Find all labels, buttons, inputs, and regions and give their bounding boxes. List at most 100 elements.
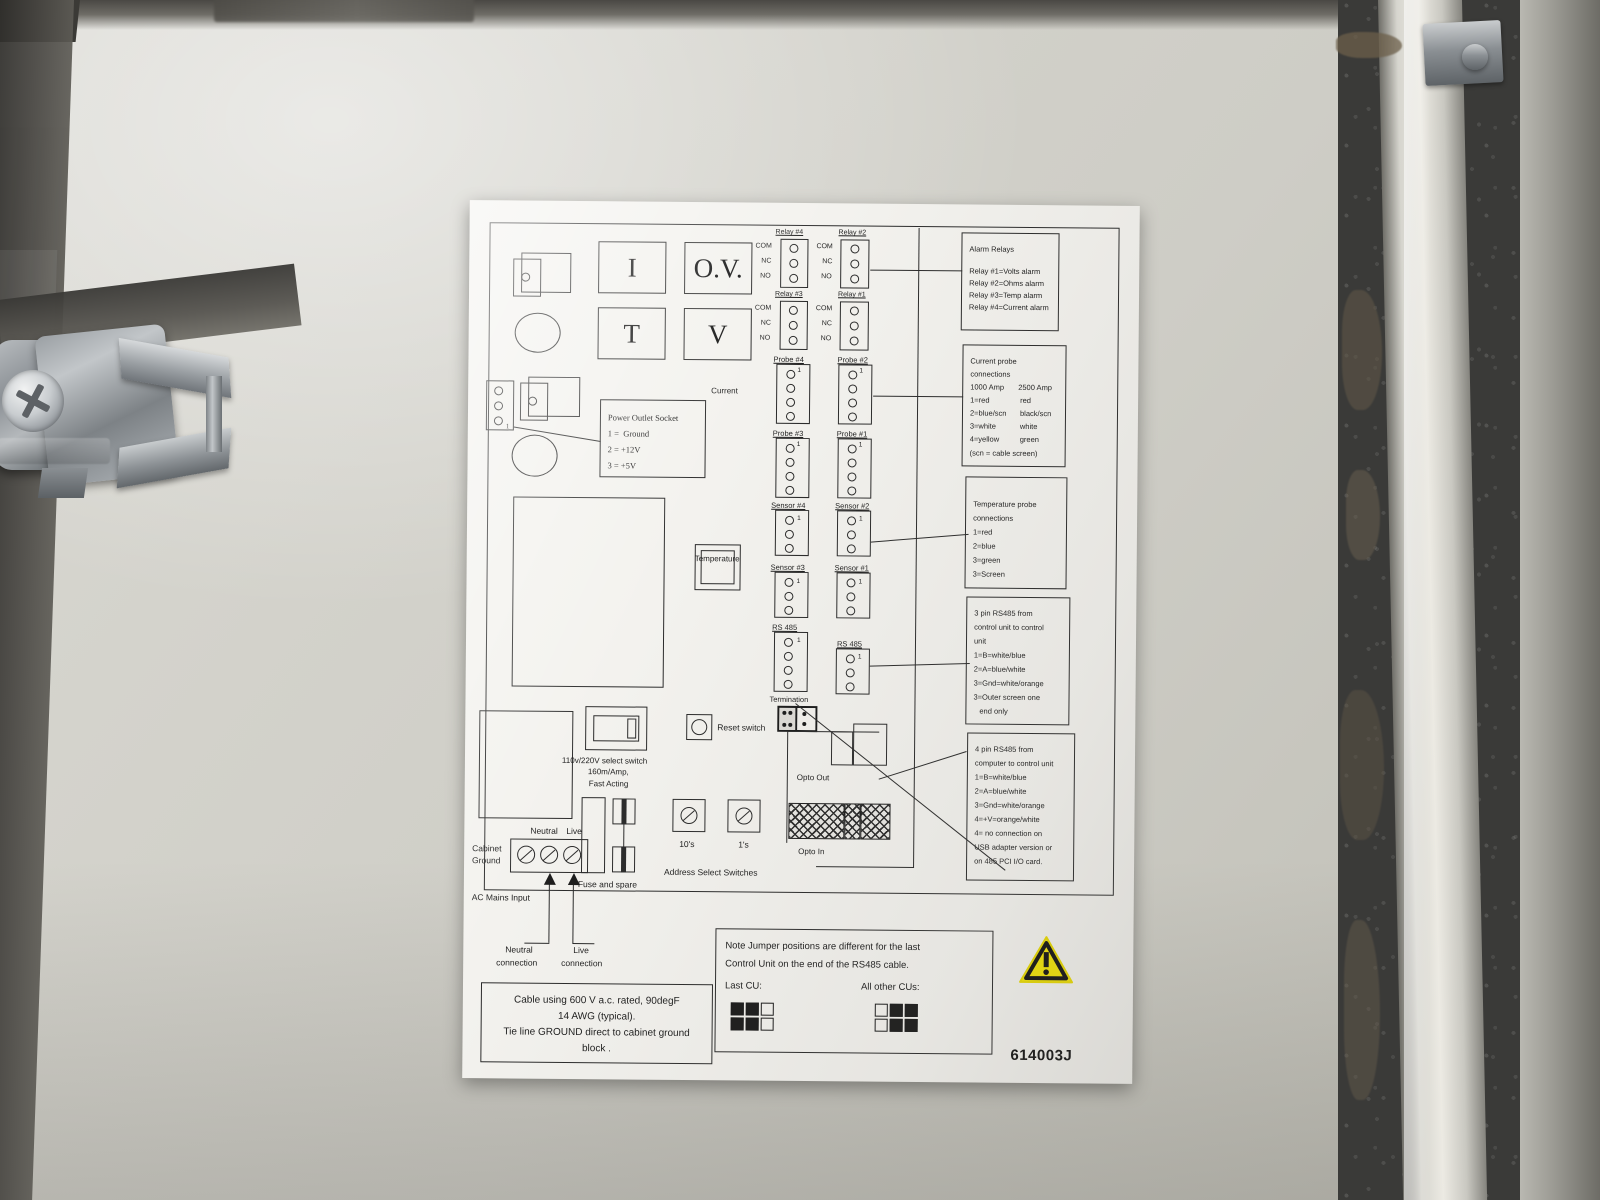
- probe-4-pin-3: [786, 397, 796, 407]
- relay-1-nc-label: NC: [821, 320, 832, 328]
- rs485-4pin-pin-2: [783, 651, 793, 661]
- rs485-3pin-pin-3: [845, 682, 855, 692]
- rs485-4pin-note-line-2: computer to control unit: [974, 758, 1054, 769]
- fuse-connect-line: [623, 821, 625, 850]
- relay-2-com-label: COM: [816, 243, 833, 251]
- rs485-4pin-note-line-1: 4 pin RS485 from: [975, 744, 1034, 755]
- relay-4-label: Relay #4: [775, 228, 804, 237]
- sensor-3-pin-3: [784, 605, 794, 615]
- sensor-4-pin-2: [784, 529, 794, 539]
- live-callout-line: [572, 881, 575, 944]
- voltage-select-switch-actuator[interactable]: [627, 718, 637, 739]
- voltage-select-line-2: 160m/Amp,: [587, 767, 629, 777]
- alarm-relays-note-line-2: Relay #2=Ohms alarm: [969, 278, 1045, 289]
- cable-note-line-3: Tie line GROUND direct to cabinet ground: [503, 1026, 690, 1040]
- probe-4-pin-1: [786, 369, 796, 379]
- rs485-4pin-pin-3: [783, 665, 793, 675]
- opto-out-connector-large: [852, 723, 888, 766]
- voltage-select-line-1: 110v/220V select switch: [561, 755, 648, 766]
- current-probe-note-col-1: 1000 Amp: [970, 382, 1005, 392]
- jumper-cell-othercu-3: [874, 1018, 888, 1032]
- rs485-4pin-note-line-5: 3=Gnd=white/orange: [974, 800, 1045, 811]
- sensor-2-pin-2: [846, 530, 856, 540]
- relay-2-pin-nc: [850, 259, 860, 269]
- relay-3-pin-nc: [788, 320, 798, 330]
- sensor-3-pin-2: [784, 591, 794, 601]
- probe-1-pin-2: [847, 458, 857, 468]
- probe-2-pin-2: [848, 384, 858, 394]
- probe-4-label: Probe #4: [773, 354, 804, 365]
- rs485-4pin-note-line-3: 1=B=white/blue: [974, 772, 1027, 782]
- relay-3-pin-com: [788, 305, 798, 315]
- address-switches-caption: Address Select Switches: [663, 866, 758, 878]
- probe-3-pin-2: [785, 457, 795, 467]
- jumper-cell-lastcu-0: [730, 1002, 744, 1016]
- sensor-1-pin-1: [846, 578, 856, 588]
- probe-2-pin-1: [848, 370, 858, 380]
- alarm-relays-note-line-4: Relay #4=Current alarm: [968, 302, 1049, 313]
- current-probe-note-col-2: 2500 Amp: [1018, 382, 1053, 393]
- sensor-2-pin-3: [846, 544, 856, 554]
- jumper-note-other-cu-label: All other CUs:: [860, 981, 920, 994]
- jumper-cell-othercu-2: [904, 1003, 918, 1018]
- probe-3-pin-3: [785, 471, 795, 481]
- rs485-3pin-pin-2: [845, 668, 855, 678]
- relay-2-nc-label: NC: [822, 258, 833, 266]
- current-probe-note-title-2: connections: [970, 369, 1011, 379]
- neutral-callout-line-1: Neutral: [505, 944, 533, 955]
- jumper-cell-othercu-1: [889, 1003, 903, 1017]
- probe-4-pin-1-index: 1: [797, 366, 802, 374]
- sensor-1-pin-3: [846, 606, 856, 616]
- far-right-surface: [1520, 0, 1600, 1200]
- relay-2-pin-no: [850, 274, 860, 284]
- rs485-3pin-note-line-3: unit: [973, 636, 987, 646]
- mid-left-round-component: [511, 434, 558, 477]
- jumper-cell-lastcu-3: [730, 1017, 744, 1031]
- relay-4-nc-label: NC: [761, 257, 772, 265]
- rs485-3pin-note-line-1: 3 pin RS485 from: [974, 608, 1033, 619]
- sensor-2-label: Sensor #2: [835, 501, 870, 511]
- live-callout-elbow: [572, 943, 595, 945]
- temperature-probe-note-line-1: Temperature probe: [973, 499, 1037, 510]
- rs485-3pin-note-line-4: 1=B=white/blue: [973, 650, 1026, 660]
- address-switch-ones-label: 1's: [738, 839, 749, 850]
- upper-left-round-component: [514, 312, 561, 353]
- probe-2-pin-1-index: 1: [859, 367, 864, 375]
- warning-triangle-icon: [1019, 936, 1074, 984]
- relay-2-no-label: NO: [821, 273, 832, 281]
- cable-note-line-4: block .: [581, 1043, 611, 1055]
- relay-1-pin-no: [849, 336, 859, 346]
- temperature-probe-note-line-5: 3=green: [972, 555, 1001, 565]
- alarm-relays-note-title: Alarm Relays: [969, 244, 1015, 254]
- opto-in-module-right: [860, 803, 891, 840]
- probe-3-pin-4: [785, 485, 795, 495]
- live-callout-line-2: connection: [561, 957, 603, 969]
- rs485-4pin-note-line-6: 4=+V=orange/white: [974, 814, 1040, 825]
- power-socket-pin-3: [494, 386, 504, 396]
- sensor-3-label: Sensor #3: [770, 562, 805, 573]
- rust-spot-4: [1340, 690, 1384, 840]
- sensor-1-pin-2: [846, 592, 856, 602]
- termination-jumper-block[interactable]: [777, 705, 818, 733]
- sensor-3-pin-1: [784, 577, 794, 587]
- relay-4-pin-com: [789, 243, 799, 253]
- relay-3-no-label: NO: [759, 334, 771, 342]
- current-probe-note-r4c1: 4=yellow: [969, 434, 1000, 444]
- probe-4-pin-4: [785, 411, 796, 421]
- display-block-V: V: [683, 307, 752, 361]
- door-edge-highlight: [1404, 0, 1430, 1200]
- neutral-callout-elbow: [524, 942, 550, 945]
- current-probe-note-r1c1: 1=red: [970, 395, 990, 405]
- probe-1-pin-1-index: 1: [858, 441, 863, 449]
- current-probe-note-r1c2: red: [1020, 395, 1031, 405]
- reset-switch-button[interactable]: [691, 719, 708, 736]
- rs485-4pin-pin-1-index: 1: [796, 636, 801, 644]
- jumper-diagram-last-cu: [730, 1002, 774, 1031]
- probe-1-label: Probe #1: [836, 429, 868, 439]
- jumper-cell-othercu-0: [874, 1003, 888, 1017]
- rs485-4pin-note-line-8: USB adapter version or: [974, 842, 1053, 853]
- phillips-screw-icon: [2, 370, 64, 432]
- cam-latch-assembly[interactable]: [0, 323, 262, 520]
- cable-note-line-1: Cable using 600 V a.c. rated, 90degF: [513, 994, 680, 1007]
- relay-1-no-label: NO: [820, 335, 832, 343]
